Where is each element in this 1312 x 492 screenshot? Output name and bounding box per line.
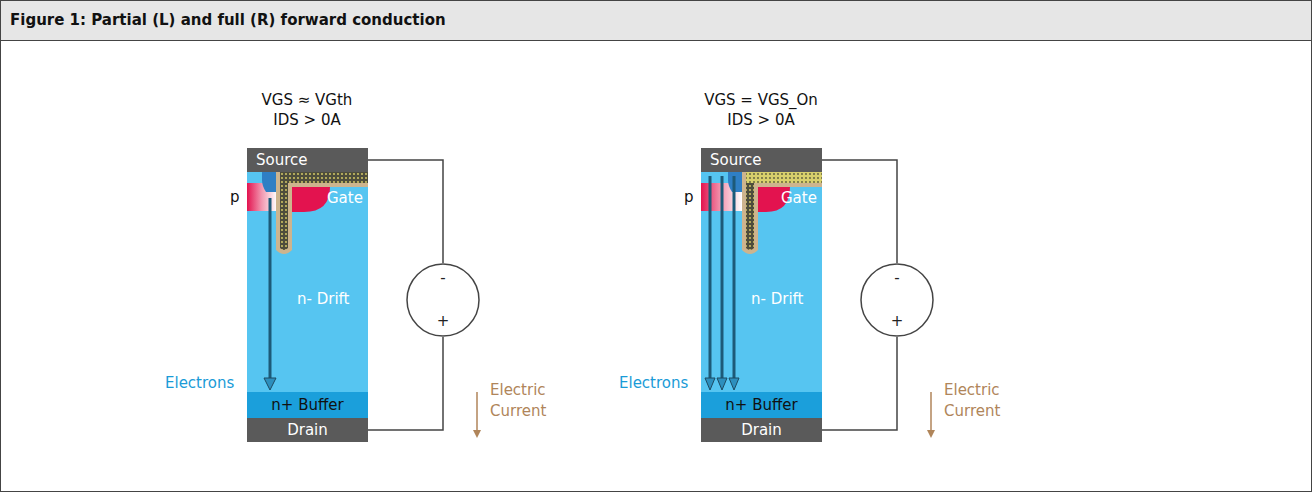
- polarity-sign: +: [891, 312, 904, 330]
- source-outline: [861, 264, 933, 336]
- buffer-region: [247, 392, 368, 418]
- electron-arrow: [733, 176, 736, 378]
- buffer-layer: n+ Buffer: [247, 392, 368, 418]
- buffer-region: [701, 392, 822, 418]
- electron-arrow: [269, 198, 272, 378]
- gate-electrode: [280, 172, 368, 250]
- wire: [368, 337, 443, 430]
- buffer-layer: n+ Buffer: [701, 392, 822, 418]
- layer-name: Source: [710, 151, 762, 169]
- source-layer: Source: [701, 148, 822, 172]
- gate-oxide: [276, 172, 368, 254]
- layer-name: Drain: [287, 421, 328, 439]
- layer-name: Source: [256, 151, 308, 169]
- wire: [822, 160, 897, 263]
- source-outline: [407, 264, 479, 336]
- current-arrowhead: [927, 430, 935, 438]
- source-metal: [247, 148, 368, 172]
- electron-arrow: [709, 176, 712, 378]
- region-label: Gate: [781, 189, 817, 207]
- voltage-source: -+: [860, 263, 934, 337]
- region-label: p: [230, 188, 240, 206]
- current-label: Electric Current: [490, 380, 570, 422]
- electron-arrow: [721, 176, 724, 378]
- right-device: [701, 148, 935, 442]
- n-source-region: [262, 172, 276, 192]
- electron-arrowhead: [729, 378, 739, 390]
- gate-electrode: [746, 183, 754, 250]
- current-arrow: [930, 392, 932, 430]
- p-body: [292, 187, 330, 212]
- source-metal: [701, 148, 822, 172]
- title-bar: Figure 1: Partial (L) and full (R) forwa…: [1, 1, 1311, 41]
- figure-title: Figure 1: Partial (L) and full (R) forwa…: [10, 11, 446, 29]
- electron-arrowhead: [264, 378, 276, 390]
- drain-metal: [247, 418, 368, 442]
- electron-arrowhead: [717, 378, 727, 390]
- polarity-sign: -: [894, 269, 899, 287]
- gate-voltage-label: VGS = VGS_On: [704, 91, 818, 109]
- carrier-label: Electrons: [165, 374, 234, 392]
- left-device: [247, 148, 481, 442]
- wire: [368, 160, 443, 263]
- layer-name: n+ Buffer: [725, 396, 797, 414]
- gate-voltage-label: VGS ≈ VGth: [262, 91, 353, 109]
- drift-region: [247, 172, 368, 392]
- layer-name: Drain: [741, 421, 782, 439]
- region-label: Gate: [327, 189, 363, 207]
- layer-name: n- Drift: [297, 290, 349, 308]
- drain-layer: Drain: [701, 418, 822, 442]
- current-arrowhead: [473, 430, 481, 438]
- current-label: Electric Current: [944, 380, 1024, 422]
- wire: [822, 337, 897, 430]
- drift-region: [701, 172, 822, 392]
- layer-name: n- Drift: [751, 290, 803, 308]
- carrier-label: Electrons: [619, 374, 688, 392]
- gate-oxide: [742, 172, 822, 254]
- polarity-sign: -: [440, 269, 445, 287]
- drain-metal: [701, 418, 822, 442]
- current-arrow: [476, 392, 478, 430]
- gate-electrode-on: [746, 172, 822, 183]
- drain-current-label: IDS > 0A: [273, 111, 340, 129]
- drain-current-label: IDS > 0A: [727, 111, 794, 129]
- electron-arrowhead: [705, 378, 715, 390]
- polarity-sign: +: [437, 312, 450, 330]
- region-label: p: [684, 188, 694, 206]
- drain-layer: Drain: [247, 418, 368, 442]
- voltage-source: -+: [406, 263, 480, 337]
- layer-name: n+ Buffer: [271, 396, 343, 414]
- source-layer: Source: [247, 148, 368, 172]
